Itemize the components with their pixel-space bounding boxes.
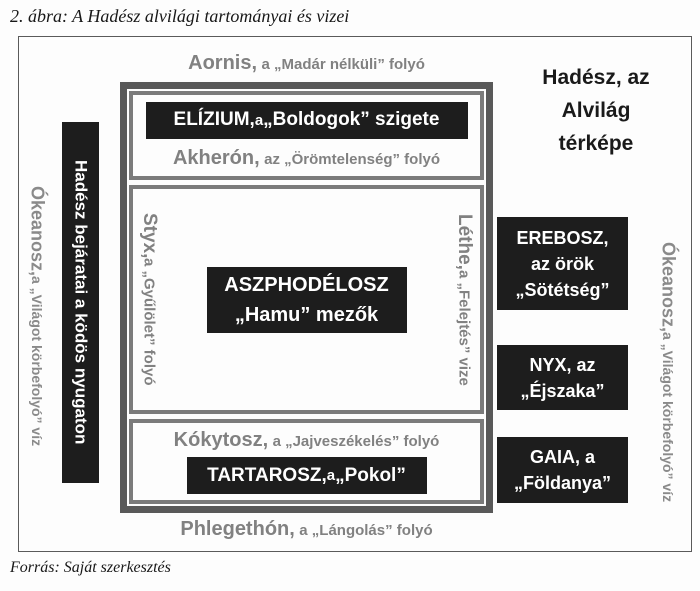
- region-desc: „Éjszaka”: [520, 380, 605, 401]
- river-label-kokytosz: Kókytosz, a „Jajveszékelés” folyó: [174, 429, 440, 452]
- river-desc: a „Felejtés” vize: [455, 269, 473, 386]
- region-desc: „Sötétség”: [515, 279, 610, 300]
- upper-region-box: ELÍZIUM, a „Boldogok” szigete Akherón, a…: [129, 91, 484, 180]
- river-desc: a „Jajveszékelés” folyó: [272, 433, 440, 450]
- gate-bar-hades-entrance: Hadész bejáratai a ködös nyugaton: [62, 122, 99, 483]
- underworld-main-box: ELÍZIUM, a „Boldogok” szigete Akherón, a…: [120, 82, 493, 513]
- river-desc: a „Lángolás” folyó: [299, 522, 433, 539]
- region-name: ASZPHODÉLOSZ: [224, 273, 389, 296]
- region-desc: „Pokol”: [335, 464, 406, 486]
- map-title: Hadész, az Alvilág térképe: [505, 61, 687, 160]
- region-desc: az örök: [530, 253, 595, 274]
- region-desc: „Földanya”: [513, 473, 611, 493]
- region-particle: a: [254, 111, 264, 129]
- river-label-akheron: Akherón, az „Örömtelenség” folyó: [173, 147, 440, 170]
- water-desc: a „Világot körbefolyó” víz: [660, 331, 676, 503]
- river-desc: a „Gyűlölet” folyó: [140, 258, 158, 386]
- map-title-line: térképe: [558, 132, 634, 155]
- region-name: ELÍZIUM,: [173, 109, 255, 130]
- region-particle: a: [326, 467, 336, 484]
- river-label-aornis: Aornis, a „Madár nélküli” folyó: [120, 52, 493, 75]
- river-name: Léthe,: [454, 213, 475, 270]
- river-desc: az „Örömtelenség” folyó: [264, 150, 440, 168]
- lower-region-box: Kókytosz, a „Jajveszékelés” folyó TARTAR…: [129, 419, 484, 504]
- river-label-styx: Styx,a „Gyűlölet” folyó: [135, 189, 163, 410]
- river-name: Aornis,: [188, 52, 258, 74]
- region-name: TARTAROSZ,: [207, 464, 327, 486]
- river-name: Akherón,: [172, 146, 260, 169]
- river-label-lethe: Léthe,a „Felejtés” vize: [450, 189, 478, 410]
- region-box-erebosz: EREBOSZ, az örök „Sötétség”: [497, 217, 628, 310]
- water-label-okeanosz-right: Ókeanosz,a „Világot körbefolyó” víz: [653, 202, 683, 542]
- region-box-tartarosz: TARTAROSZ, a „Pokol”: [186, 457, 427, 494]
- water-name: Ókeanosz,: [658, 241, 679, 332]
- figure-frame: Aornis, a „Madár nélküli” folyó Hadész, …: [18, 36, 692, 552]
- region-box-gaia: GAIA, a „Földanya”: [497, 437, 628, 503]
- water-desc: a „Világot körbefolyó” víz: [29, 275, 45, 447]
- river-label-phlegethon: Phlegethón, a „Lángolás” folyó: [120, 518, 493, 541]
- river-name: Phlegethón,: [180, 518, 295, 540]
- figure-caption: 2. ábra: A Hadész alvilági tartományai é…: [10, 6, 350, 26]
- region-box-aszphodelosz: ASZPHODÉLOSZ „Hamu” mezők: [206, 266, 407, 333]
- region-name: GAIA, a: [529, 447, 595, 467]
- river-desc: a „Madár nélküli” folyó: [261, 56, 425, 73]
- region-name: NYX, az: [529, 354, 596, 375]
- middle-region-box: Styx,a „Gyűlölet” folyó ASZPHODÉLOSZ „Ha…: [129, 185, 484, 414]
- river-name: Kókytosz,: [173, 429, 269, 451]
- water-label-okeanosz-left: Ókeanosz,a „Világot körbefolyó” víz: [22, 150, 52, 482]
- water-name: Ókeanosz,: [27, 185, 48, 276]
- river-name: Styx,: [139, 213, 160, 259]
- map-title-line: Hadész, az: [542, 66, 650, 89]
- figure-source: Forrás: Saját szerkesztés: [10, 559, 171, 576]
- region-desc: „Boldogok” szigete: [263, 109, 440, 130]
- region-box-elizium: ELÍZIUM, a „Boldogok” szigete: [145, 101, 468, 139]
- map-title-line: Alvilág: [561, 99, 631, 122]
- region-name: EREBOSZ,: [516, 227, 609, 248]
- region-box-nyx: NYX, az „Éjszaka”: [497, 345, 628, 410]
- region-desc: „Hamu” mezők: [234, 303, 379, 326]
